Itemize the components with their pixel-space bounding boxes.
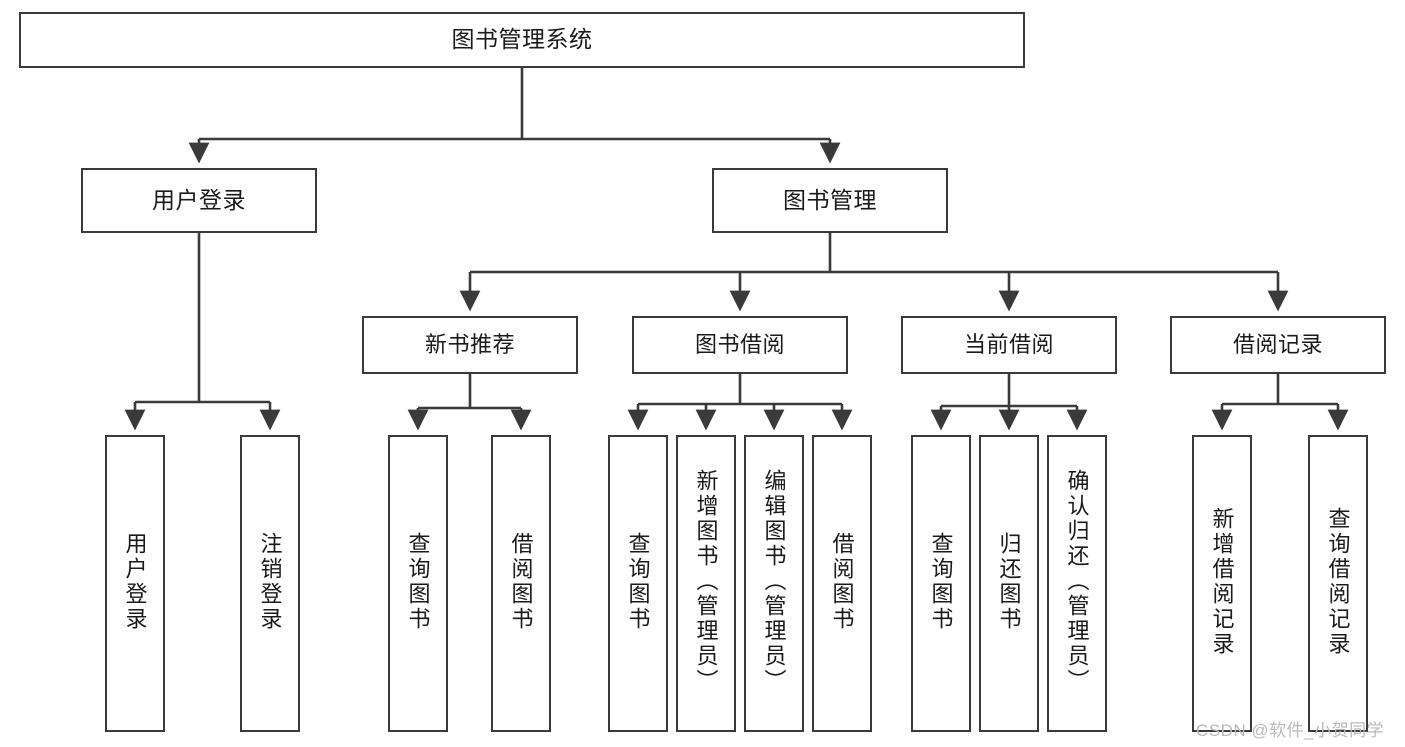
node-label: 查询图书 [625, 531, 651, 632]
node-book-management[interactable]: 图书管理 [712, 168, 948, 233]
node-book-borrow[interactable]: 图书借阅 [632, 316, 848, 374]
node-leaf-user-login[interactable]: 用户登录 [105, 435, 165, 732]
node-label: 归还图书 [996, 531, 1022, 632]
node-label: 查询图书 [928, 531, 954, 632]
node-label: 注销登录 [257, 531, 283, 632]
node-leaf-query-record[interactable]: 查询借阅记录 [1308, 435, 1368, 732]
node-leaf-borrow-book-2[interactable]: 借阅图书 [812, 435, 872, 732]
node-current-borrow[interactable]: 当前借阅 [901, 316, 1117, 374]
node-leaf-logout[interactable]: 注销登录 [240, 435, 300, 732]
node-label: 借阅记录 [1232, 332, 1323, 358]
node-label: 用户登录 [122, 531, 148, 632]
node-label: 当前借阅 [963, 332, 1054, 358]
node-leaf-return-book[interactable]: 归还图书 [979, 435, 1039, 732]
node-leaf-add-record[interactable]: 新增借阅记录 [1192, 435, 1252, 732]
node-leaf-edit-book[interactable]: 编辑图书（管理员） [744, 435, 804, 732]
node-label: 借阅图书 [829, 531, 855, 632]
node-leaf-query-book-2[interactable]: 查询图书 [608, 435, 668, 732]
node-label: 确认归还（管理员） [1064, 469, 1090, 694]
node-leaf-query-book-3[interactable]: 查询图书 [911, 435, 971, 732]
node-label: 查询图书 [405, 531, 431, 632]
node-label: 图书管理 [783, 186, 877, 213]
node-leaf-query-book-1[interactable]: 查询图书 [388, 435, 448, 732]
node-leaf-borrow-book-1[interactable]: 借阅图书 [491, 435, 551, 732]
node-label: 借阅图书 [508, 531, 534, 632]
node-label: 新增借阅记录 [1209, 506, 1235, 657]
node-label: 新书推荐 [424, 332, 515, 358]
node-new-book-recommend[interactable]: 新书推荐 [362, 316, 578, 374]
node-root-system[interactable]: 图书管理系统 [19, 12, 1025, 68]
node-label: 图书借阅 [694, 332, 785, 358]
node-label: 编辑图书（管理员） [761, 469, 787, 694]
node-label: 新增图书（管理员） [693, 469, 719, 694]
node-leaf-add-book[interactable]: 新增图书（管理员） [676, 435, 736, 732]
csdn-watermark: CSDN @软件_小贺同学 [1196, 721, 1385, 740]
node-label: 用户登录 [152, 186, 246, 213]
node-user-login[interactable]: 用户登录 [81, 168, 317, 233]
node-borrow-record[interactable]: 借阅记录 [1170, 316, 1386, 374]
node-label: 查询借阅记录 [1325, 506, 1351, 657]
node-leaf-confirm-return[interactable]: 确认归还（管理员） [1047, 435, 1107, 732]
node-label: 图书管理系统 [451, 26, 593, 53]
